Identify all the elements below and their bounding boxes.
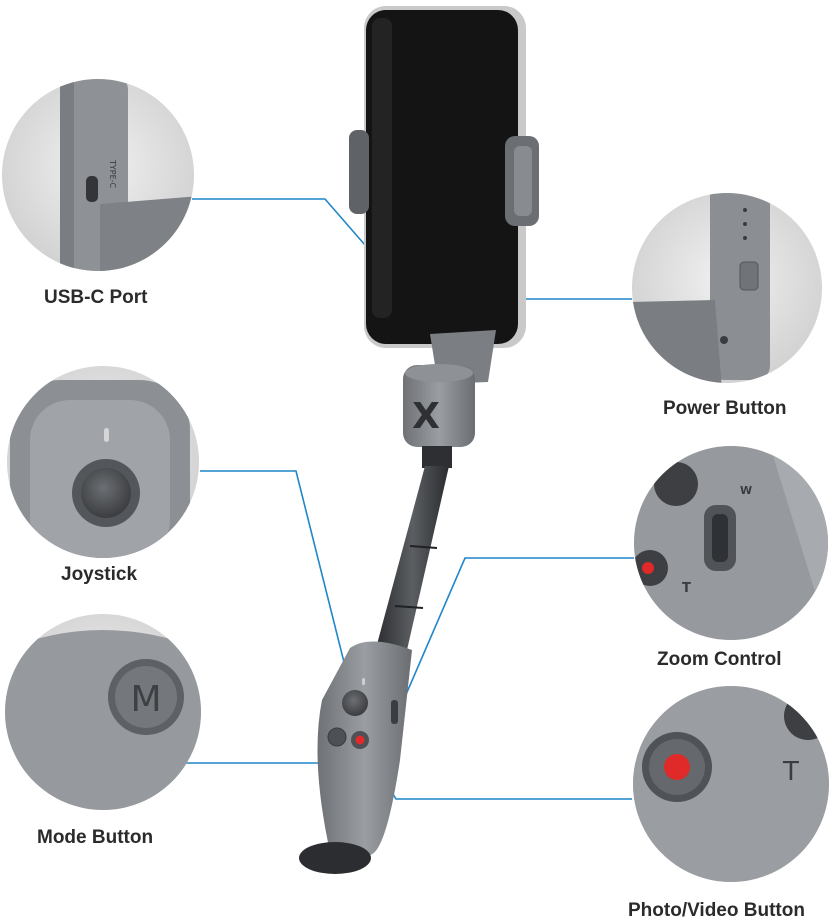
- detail-joystick: [7, 366, 199, 558]
- phone: [366, 10, 518, 344]
- photo-video-mark-t: T: [782, 757, 799, 787]
- record-dot: [664, 754, 690, 780]
- detail-power-button: [632, 193, 822, 383]
- detail-usb-c-port: TYPE-C: [2, 79, 194, 271]
- zoom-mark-t: T: [682, 581, 691, 596]
- leader-line-photo-video-button: [362, 744, 632, 800]
- brand-logo: X: [412, 396, 440, 437]
- label-joystick: Joystick: [61, 564, 138, 585]
- power-button-key: [739, 261, 759, 291]
- leader-line-joystick: [200, 470, 354, 699]
- extension-pole: [376, 466, 449, 650]
- label-power-button: Power Button: [663, 398, 787, 419]
- handle-joystick: [342, 690, 368, 716]
- phone-clamp-left: [349, 130, 369, 214]
- handle-mode-button: [327, 727, 347, 747]
- gimbal-motor: [403, 365, 475, 447]
- handle-zoom-rocker: [391, 700, 398, 724]
- label-zoom-control: Zoom Control: [657, 649, 782, 670]
- leader-line-usb-c-port: [192, 198, 366, 246]
- label-mode-button: Mode Button: [37, 827, 154, 848]
- gimbal-product: X: [299, 6, 539, 874]
- leader-line-zoom-control: [394, 557, 634, 721]
- label-photo-video-button: Photo/Video Button: [628, 900, 805, 921]
- mode-button-letter: M: [130, 679, 161, 720]
- detail-photo-video-button: T: [633, 686, 829, 882]
- label-usb-c-port: USB-C Port: [44, 287, 148, 308]
- handle: [317, 641, 412, 855]
- usb-port-stamp: TYPE-C: [108, 159, 117, 189]
- zoom-mark-w: W: [740, 484, 752, 497]
- detail-zoom-control: W T: [634, 446, 828, 640]
- handle-base: [299, 842, 371, 874]
- detail-mode-button: M: [5, 614, 201, 810]
